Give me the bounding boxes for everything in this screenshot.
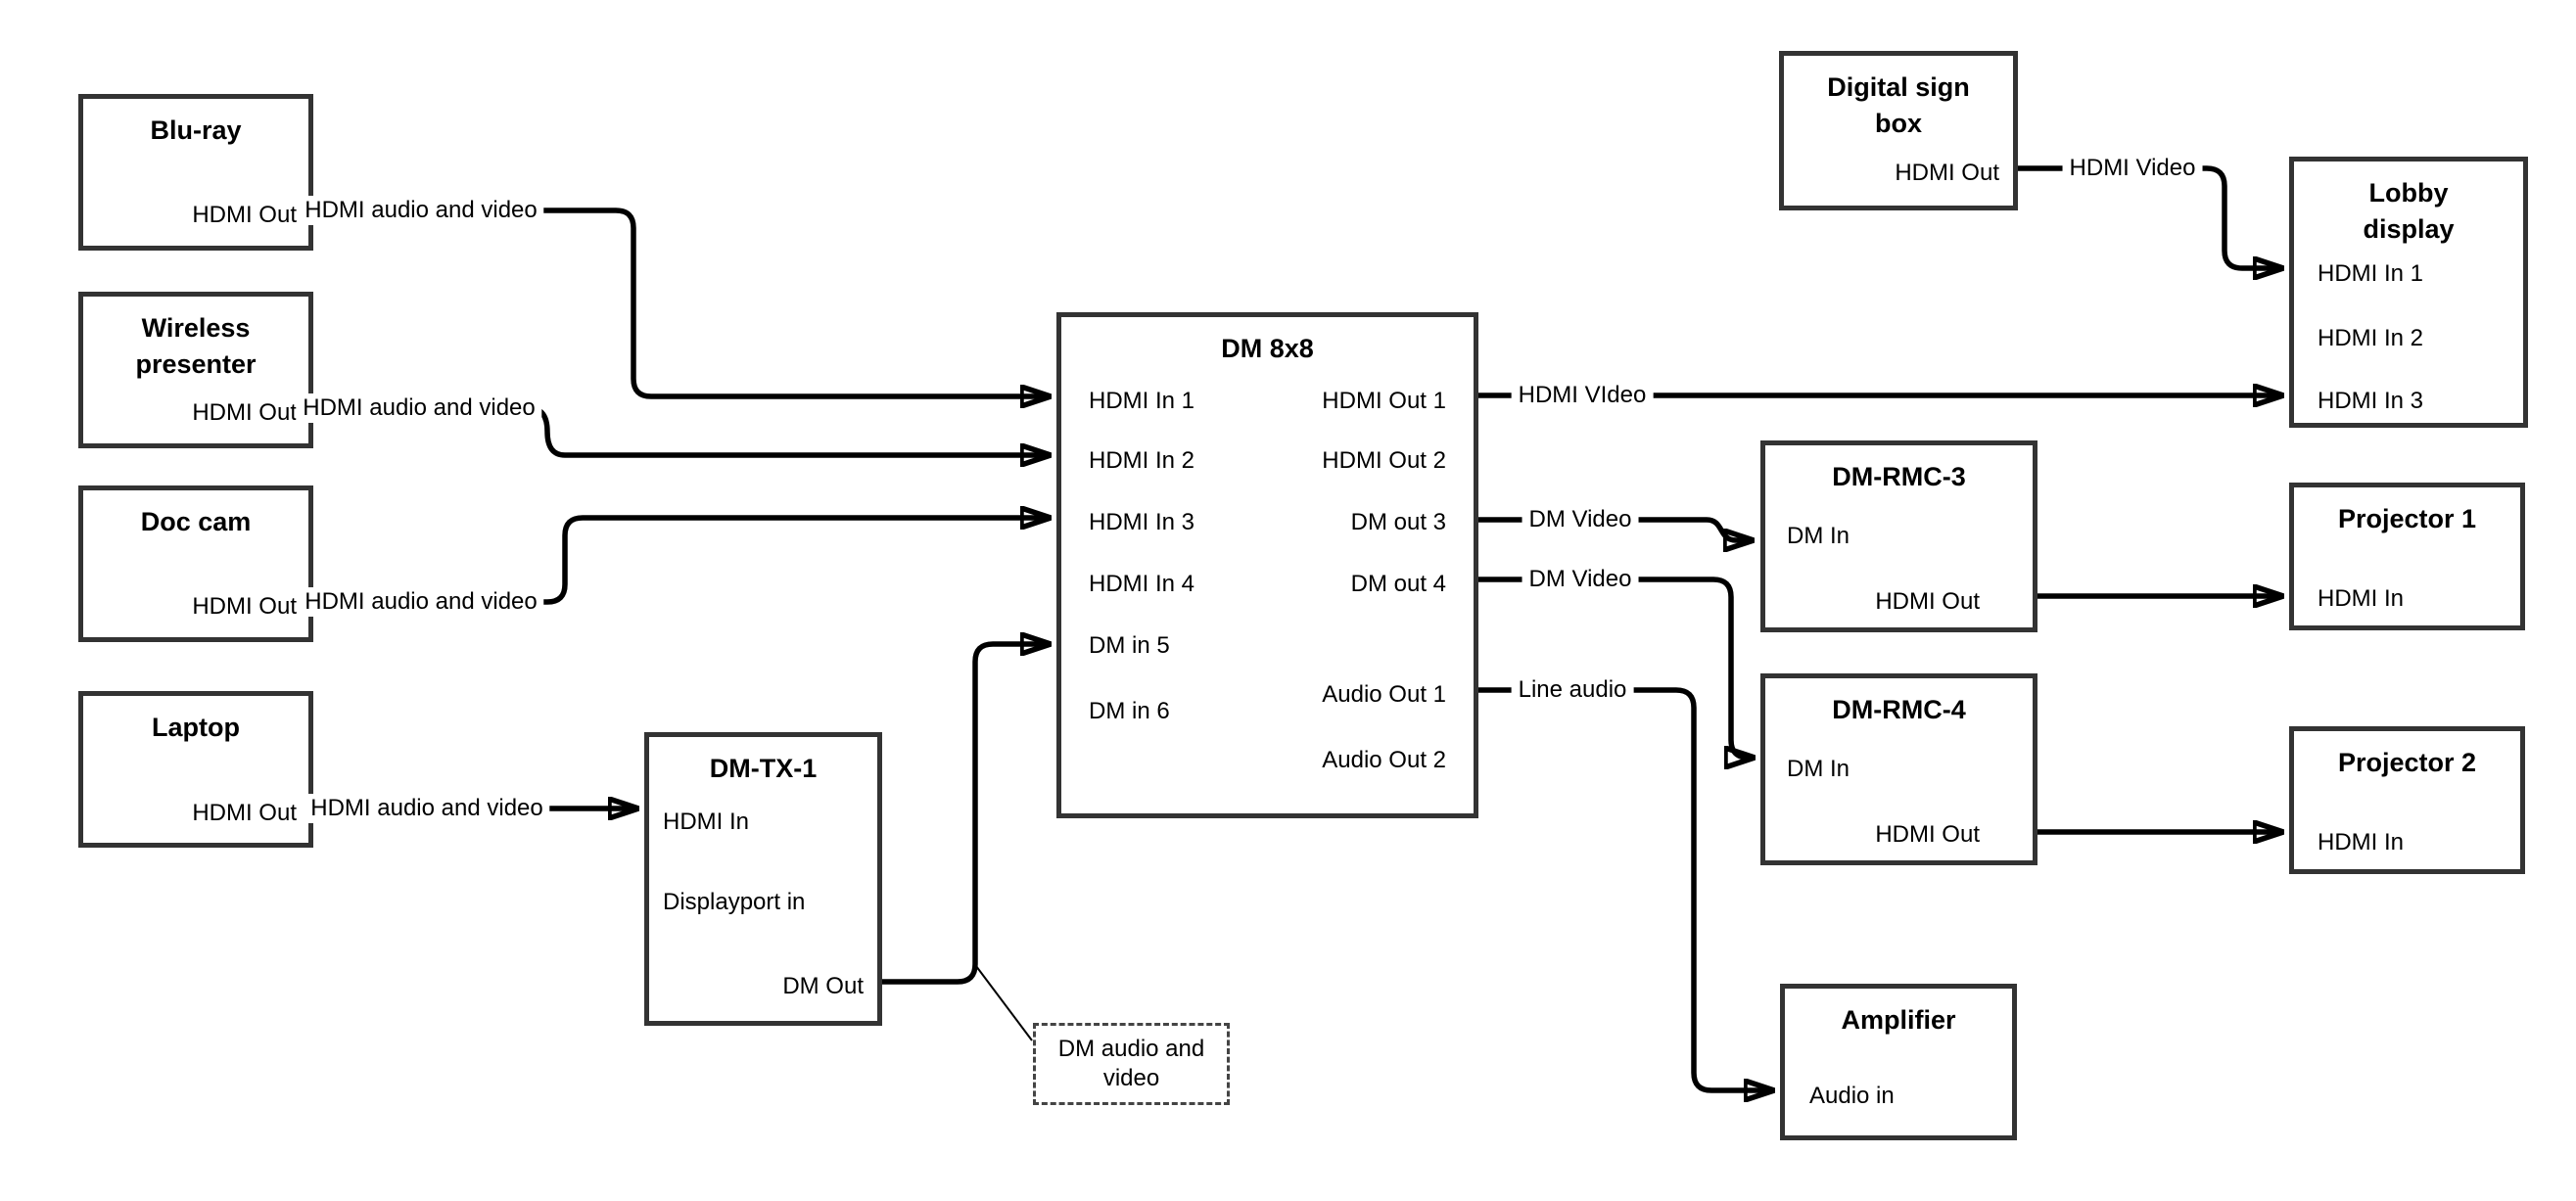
port-hdmi-in: HDMI In [663,808,750,835]
node-projector-1: Projector 1 HDMI In [2289,483,2525,630]
port-hdmi-in-3: HDMI In 3 [1089,509,1195,535]
port-hdmi-in: HDMI In [2318,829,2405,855]
node-dm-tx-1: DM-TX-1 HDMI In Displayport in DM Out [644,732,882,1026]
node-dm-rmc-3: DM-RMC-3 DM In HDMI Out [1760,440,2037,632]
node-title: DM-RMC-3 [1832,462,1966,491]
node-title: DM-RMC-4 [1832,695,1966,724]
port-hdmi-out: HDMI Out [1875,588,1980,615]
wire-label: HDMI audio and video [304,794,550,823]
node-doc-cam: Doc cam HDMI Out [78,485,313,642]
node-title: Doc cam [140,507,252,536]
node-projector-2: Projector 2 HDMI In [2289,726,2525,874]
wire-label: HDMI Video [2062,154,2203,183]
port-hdmi-in-2: HDMI In 2 [2318,325,2424,351]
node-title: DM 8x8 [1221,334,1314,363]
port-hdmi-out-1: HDMI Out 1 [1322,388,1446,414]
wire-label: HDMI audio and video [296,393,542,423]
port-hdmi-out-2: HDMI Out 2 [1322,447,1446,474]
node-title: DM-TX-1 [709,754,818,783]
wire-doccam-to-dm8x8-in3 [313,518,1050,605]
port-audio-in: Audio in [1809,1083,1895,1109]
port-dm-in-6: DM in 6 [1089,698,1170,724]
port-hdmi-out: HDMI Out [192,399,297,426]
wire-label: HDMI VIdeo [1511,381,1654,410]
node-title: Projector 1 [2337,504,2477,533]
node-wireless-presenter: Wireless presenter HDMI Out [78,292,313,448]
port-dm-in: DM In [1787,523,1850,549]
wire-label: DM Video [1522,505,1639,534]
wire-bluray-to-dm8x8-in1 [313,208,1050,396]
wire-label: HDMI audio and video [298,196,544,225]
port-hdmi-in: HDMI In [2318,585,2405,612]
port-hdmi-in-2: HDMI In 2 [1089,447,1195,474]
port-displayport-in: Displayport in [663,889,806,915]
node-title: Blu-ray [150,115,242,145]
node-bluray: Blu-ray HDMI Out [78,94,313,251]
port-hdmi-in-1: HDMI In 1 [2318,260,2424,287]
node-dm-8x8: DM 8x8 HDMI In 1 HDMI In 2 HDMI In 3 HDM… [1056,312,1478,818]
wire-digitalsign-to-lobby-in1 [2018,165,2282,268]
wire-dm8x8-out4-to-dmrmc4 [1478,577,1754,758]
node-title: Digital sign box [1827,72,1970,138]
node-title: Projector 2 [2337,748,2477,777]
port-dm-in: DM In [1787,756,1850,782]
node-title: Wireless presenter [135,313,257,379]
node-title: Lobby display [2363,178,2455,244]
node-dm-rmc-4: DM-RMC-4 DM In HDMI Out [1760,673,2037,865]
port-hdmi-out: HDMI Out [1875,821,1980,848]
node-amplifier: Amplifier Audio in [1780,984,2017,1140]
note-dm-audio-video: DM audio and video [1033,1023,1230,1105]
port-dm-out-4: DM out 4 [1350,571,1446,597]
port-hdmi-out: HDMI Out [1895,160,1999,186]
port-dm-out: DM Out [782,973,864,999]
port-hdmi-in-3: HDMI In 3 [2318,388,2424,414]
port-hdmi-out: HDMI Out [192,593,297,620]
wire-dm8x8-out3-to-dmrmc3 [1478,517,1753,540]
port-hdmi-out: HDMI Out [192,202,297,228]
port-hdmi-in-1: HDMI In 1 [1089,388,1195,414]
node-title: Laptop [152,713,240,742]
port-dm-in-5: DM in 5 [1089,632,1170,659]
port-hdmi-out: HDMI Out [192,800,297,826]
node-title: Amplifier [1841,1005,1956,1035]
node-digital-sign-box: Digital sign box HDMI Out [1779,51,2018,210]
wire-dmtx1-to-dm8x8-in5 [882,644,1050,985]
port-audio-out-2: Audio Out 2 [1322,747,1446,773]
wire-label: HDMI audio and video [298,587,544,617]
wire-label: DM Video [1522,565,1639,594]
node-lobby-display: Lobby display HDMI In 1 HDMI In 2 HDMI I… [2289,157,2528,428]
wire-dm8x8-audio1-to-amplifier [1478,687,1773,1090]
node-laptop: Laptop HDMI Out [78,691,313,848]
wire-label: Line audio [1511,675,1634,705]
note-leader-line [975,965,1033,1041]
port-hdmi-in-4: HDMI In 4 [1089,571,1195,597]
port-audio-out-1: Audio Out 1 [1322,681,1446,708]
port-dm-out-3: DM out 3 [1350,509,1446,535]
